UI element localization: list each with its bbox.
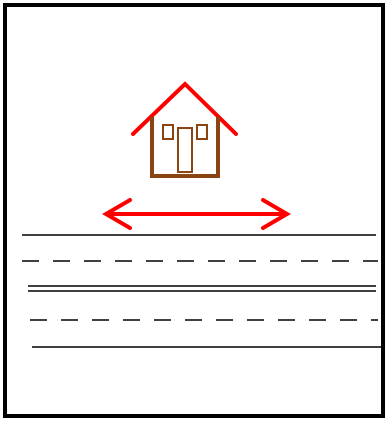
border-frame: [5, 5, 383, 416]
